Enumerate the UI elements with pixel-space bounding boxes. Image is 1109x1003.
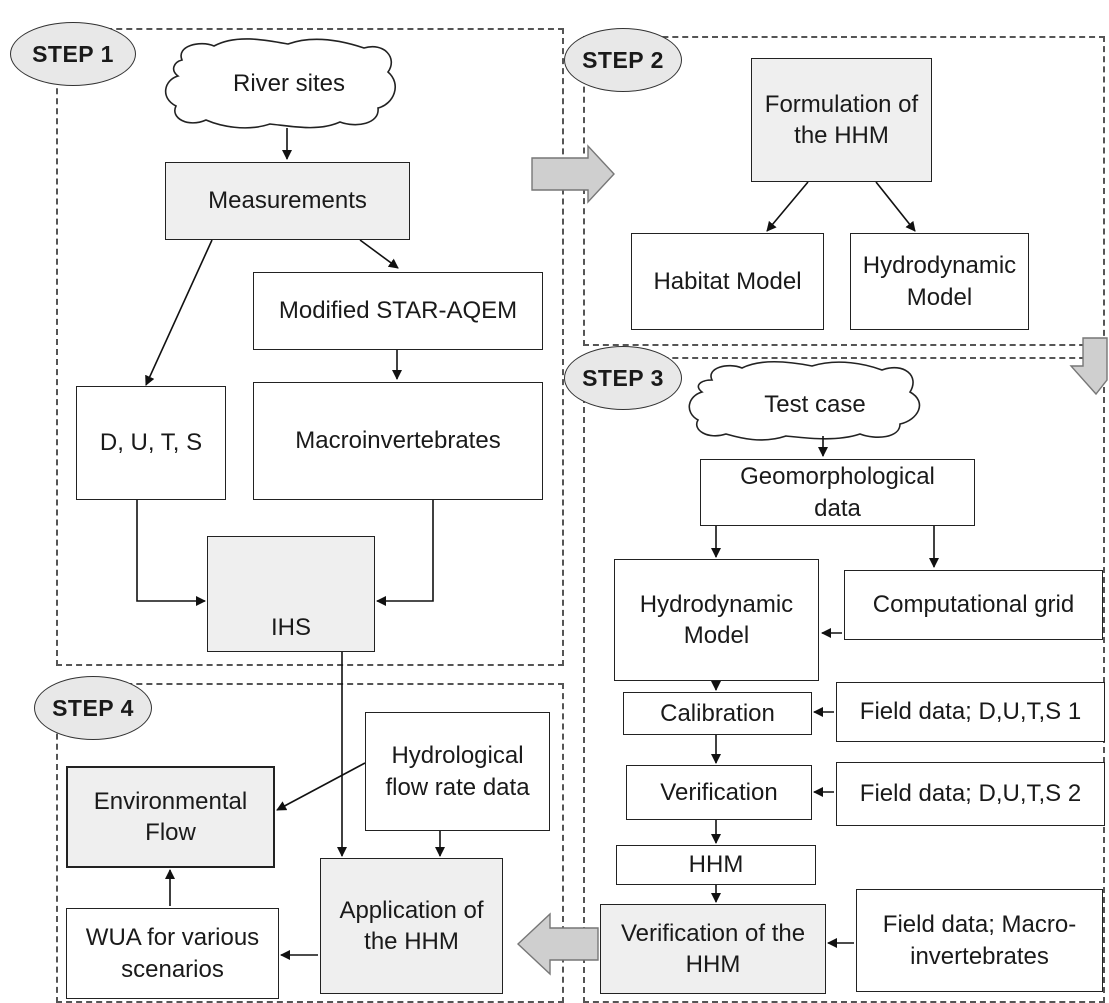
test-case-cloud-shape: [688, 360, 921, 441]
verification-box: Verification: [626, 765, 812, 820]
block-arrow-down: [1069, 337, 1108, 396]
step3-region: [583, 357, 1105, 1003]
step1-label: STEP 1: [10, 22, 136, 86]
step3-label: STEP 3: [564, 346, 682, 410]
hydrological-flow-rate-box: Hydrological flow rate data: [365, 712, 550, 831]
measurements-box: Measurements: [165, 162, 410, 240]
step2-region: [583, 36, 1105, 346]
verification-hhm-box: Verification of the HHM: [600, 904, 826, 994]
step2-label: STEP 2: [564, 28, 682, 92]
step4-label: STEP 4: [34, 676, 152, 740]
field-data-macro-box: Field data; Macro- invertebrates: [856, 889, 1103, 992]
river-sites-cloud-shape: [164, 38, 397, 129]
geomorphological-data-box: Geomorphological data: [700, 459, 975, 526]
hhm-box: HHM: [616, 845, 816, 885]
environmental-flow-box: Environmental Flow: [66, 766, 275, 868]
dut-s-box: D, U, T, S: [76, 386, 226, 500]
river-sites-text: River sites: [232, 70, 346, 97]
computational-grid-box: Computational grid: [844, 570, 1103, 640]
test-case-text: Test case: [764, 391, 866, 418]
hydrodynamic-model-box-step2: Hydrodynamic Model: [850, 233, 1029, 330]
step4-region: [56, 683, 564, 1003]
formulation-hhm-box: Formulation of the HHM: [751, 58, 932, 182]
calibration-box: Calibration: [623, 692, 812, 735]
field-data-1-box: Field data; D,U,T,S 1: [836, 682, 1105, 742]
ihs-label: IHS: [270, 613, 311, 641]
step1-region: [56, 28, 564, 666]
macroinvertebrates-box: Macroinvertebrates: [253, 382, 543, 500]
hydrodynamic-model-box-step3: Hydrodynamic Model: [614, 559, 819, 681]
application-hhm-box: Application of the HHM: [320, 858, 503, 994]
wua-scenarios-box: WUA for various scenarios: [66, 908, 279, 999]
habitat-model-box: Habitat Model: [631, 233, 824, 330]
modified-star-aqem-box: Modified STAR-AQEM: [253, 272, 543, 350]
block-arrow-right: [531, 144, 615, 204]
block-arrow-left: [516, 912, 599, 976]
field-data-2-box: Field data; D,U,T,S 2: [836, 762, 1105, 826]
ihs-box: IHS: [207, 536, 375, 652]
